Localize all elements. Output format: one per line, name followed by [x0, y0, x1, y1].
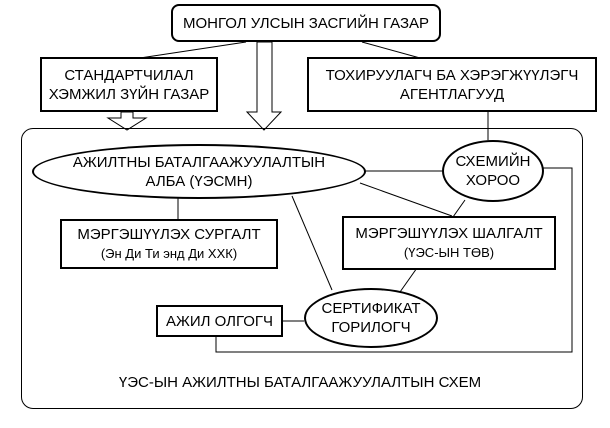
connector-top-regulators	[361, 41, 421, 59]
connector-office-exam	[359, 182, 453, 217]
scheme-committee-ellipse: СХЕМИЙН ХОРОО	[442, 140, 544, 202]
certification-office-line1: АЖИЛТНЫ БАТАЛГААЖУУЛАЛТЫН	[72, 153, 326, 171]
government-box: МОНГОЛ УЛСЫН ЗАСГИЙН ГАЗАР	[171, 4, 441, 42]
certificate-issuer-ellipse: СЕРТИФИКАТ ГОРИЛОГЧ	[304, 288, 438, 348]
standards-agency-line1: СТАНДАРТЧИЛАЛ	[64, 66, 194, 84]
regulators-line2: АГЕНТЛАГУУД	[399, 85, 505, 103]
standards-agency-box: СТАНДАРТЧИЛАЛ ХЭМЖИЛ ЗҮЙН ГАЗАР	[40, 57, 218, 112]
regulators-line1: ТОХИРУУЛАГЧ БА ХЭРЭГЖҮҮЛЭГЧ	[325, 66, 579, 84]
training-box: МЭРГЭШҮҮЛЭХ СУРГАЛТ (Эн Ди Ти энд Ди ХХК…	[60, 219, 278, 269]
exam-line1: МЭРГЭШҮҮЛЭХ ШАЛГАЛТ	[355, 225, 543, 242]
standards-agency-line2: ХЭМЖИЛ ЗҮЙН ГАЗАР	[48, 85, 210, 103]
training-line2: (Эн Ди Ти энд Ди ХХК)	[100, 246, 238, 261]
arrow-top-down	[245, 41, 283, 131]
scheme-caption: ҮЭС-ЫН АЖИЛТНЫ БАТАЛГААЖУУЛАЛТЫН СХЕМ	[118, 374, 482, 391]
connector-office-certificate	[291, 195, 333, 291]
connector-top-standards	[139, 41, 247, 59]
certificate-issuer-line1: СЕРТИФИКАТ	[321, 300, 421, 317]
certification-office-line2: АЛБА (ҮЭСМН)	[145, 172, 253, 190]
employer-label: АЖИЛ ОЛГОГЧ	[165, 312, 274, 330]
scheme-committee-line2: ХОРОО	[465, 172, 521, 189]
scheme-committee-line1: СХЕМИЙН	[455, 153, 531, 170]
certification-office-ellipse: АЖИЛТНЫ БАТАЛГААЖУУЛАЛТЫН АЛБА (ҮЭСМН)	[32, 144, 366, 199]
exam-box: МЭРГЭШҮҮЛЭХ ШАЛГАЛТ (ҮЭС-ЫН ТӨВ)	[342, 216, 556, 270]
regulators-box: ТОХИРУУЛАГЧ БА ХЭРЭГЖҮҮЛЭГЧ АГЕНТЛАГУУД	[307, 57, 597, 112]
certificate-issuer-line2: ГОРИЛОГЧ	[331, 319, 411, 336]
connector-committee-loop	[215, 167, 573, 353]
government-box-label: МОНГОЛ УЛСЫН ЗАСГИЙН ГАЗАР	[182, 14, 430, 32]
employer-box: АЖИЛ ОЛГОГЧ	[156, 305, 283, 337]
training-line1: МЭРГЭШҮҮЛЭХ СУРГАЛТ	[77, 226, 261, 243]
exam-line2: (ҮЭС-ЫН ТӨВ)	[403, 245, 495, 260]
arrow-standards-down	[106, 111, 148, 131]
